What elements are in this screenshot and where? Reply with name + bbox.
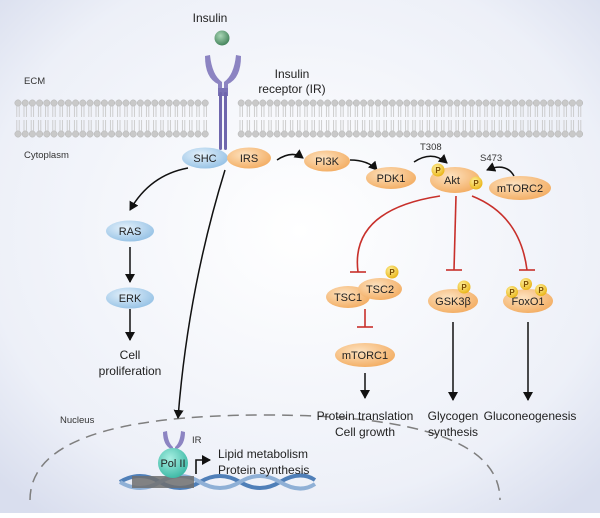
mtorc1-node: mTORC1 <box>335 343 395 367</box>
cell-proliferation-line2: proliferation <box>99 364 162 378</box>
nucleus-envelope <box>29 414 501 501</box>
pi3k-node: PI3K <box>304 150 350 172</box>
pol-ii-label: Pol II <box>160 458 185 470</box>
shc-node: SHC <box>182 147 228 169</box>
ecm-label: ECM <box>24 76 45 87</box>
gsk3b-node: GSK3β <box>428 289 478 313</box>
svg-text:SHC: SHC <box>193 153 216 165</box>
insulin-label: Insulin <box>193 11 228 25</box>
insulin-molecule <box>214 30 230 46</box>
tsc2-node: TSC2 <box>358 278 402 300</box>
phospho-foxo1-b: P <box>520 278 532 290</box>
svg-text:ERK: ERK <box>119 293 142 305</box>
erk-node: ERK <box>106 287 154 309</box>
cell-proliferation-line1: Cell <box>120 348 141 362</box>
svg-text:FoxO1: FoxO1 <box>511 296 544 308</box>
svg-text:PDK1: PDK1 <box>377 173 406 185</box>
svg-text:PI3K: PI3K <box>315 156 340 168</box>
pdk1-node: PDK1 <box>366 167 416 189</box>
svg-text:P: P <box>473 179 479 188</box>
pol-ii-node: Pol II <box>158 448 188 478</box>
receptor-label-line1: Insulin <box>275 67 310 81</box>
phospho-akt-s473: P <box>469 176 483 190</box>
ras-node: RAS <box>106 220 154 242</box>
protein-synthesis-label: Protein synthesis <box>218 463 309 477</box>
mtorc2-node: mTORC2 <box>489 176 551 200</box>
nucleus-label: Nucleus <box>60 415 95 426</box>
dna-helix <box>118 473 317 491</box>
gluconeogenesis-label: Gluconeogenesis <box>484 409 577 423</box>
svg-text:IRS: IRS <box>240 153 258 165</box>
svg-text:P: P <box>461 283 467 292</box>
s473-label: S473 <box>480 153 502 164</box>
phospho-foxo1-a: P <box>506 286 518 298</box>
irs-node: IRS <box>227 147 271 169</box>
svg-text:P: P <box>435 166 441 175</box>
nuclear-ir-label: IR <box>192 435 202 446</box>
receptor-label-line2: receptor (IR) <box>258 82 325 96</box>
svg-text:GSK3β: GSK3β <box>435 296 471 308</box>
cytoplasm-label: Cytoplasm <box>24 150 69 161</box>
phospho-gsk3b: P <box>457 280 471 294</box>
phospho-foxo1-c: P <box>535 284 547 296</box>
glycogen-line2: synthesis <box>428 425 478 439</box>
inhibition-arrows <box>350 195 535 328</box>
lipid-metabolism-label: Lipid metabolism <box>218 447 308 461</box>
svg-text:mTORC2: mTORC2 <box>497 183 543 195</box>
svg-text:RAS: RAS <box>119 226 142 238</box>
cell-growth-label: Cell growth <box>335 425 395 439</box>
svg-text:P: P <box>389 268 395 277</box>
svg-text:mTORC1: mTORC1 <box>342 350 388 362</box>
svg-text:TSC1: TSC1 <box>334 292 362 304</box>
phospho-akt-t308: P <box>431 163 445 177</box>
svg-text:Akt: Akt <box>444 175 460 187</box>
svg-text:P: P <box>509 288 515 297</box>
cell-membrane <box>14 99 584 138</box>
svg-text:TSC2: TSC2 <box>366 284 394 296</box>
glycogen-line1: Glycogen <box>428 409 479 423</box>
insulin-receptor <box>205 55 241 150</box>
phospho-tsc2: P <box>385 265 399 279</box>
activation-arrows <box>125 149 533 419</box>
transcription-arrow <box>195 455 211 474</box>
svg-text:P: P <box>523 280 529 289</box>
t308-label: T308 <box>420 142 442 153</box>
svg-text:P: P <box>538 286 544 295</box>
protein-translation-label: Protein translation <box>317 409 414 423</box>
